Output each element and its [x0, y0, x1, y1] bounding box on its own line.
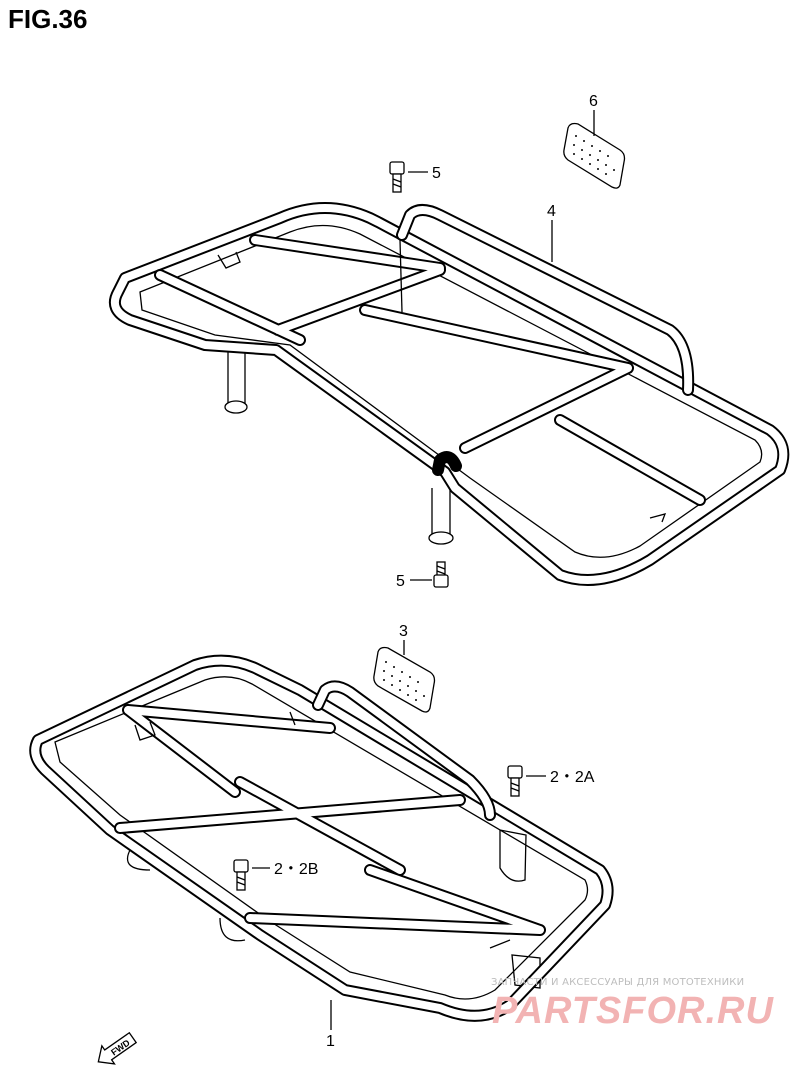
- watermark-logo: PARTSFOR.RU: [492, 990, 774, 1032]
- watermark-tagline: ЗАПЧАСТИ И АКСЕССУАРЫ ДЛЯ МОТОТЕХНИКИ: [491, 977, 745, 988]
- figure-title: FIG.36: [8, 4, 88, 34]
- callout-1: 1: [326, 1033, 335, 1050]
- leader-lines: [252, 110, 595, 1030]
- callout-4: 4: [547, 203, 556, 220]
- bolt-2-2b: [233, 859, 249, 891]
- bolt-5-upper: [389, 161, 405, 193]
- bolt-5-lower: [433, 561, 449, 588]
- reflector-plate-6: [563, 122, 626, 189]
- callout-5-upper: 5: [432, 165, 441, 182]
- callout-3: 3: [399, 623, 408, 640]
- lower-rack: [29, 654, 614, 1022]
- callout-5-lower: 5: [396, 573, 405, 590]
- fwd-arrow: FWD: [97, 1031, 138, 1065]
- upper-rack: [109, 202, 790, 586]
- upper-rack-leg-left: [224, 352, 248, 414]
- upper-rack-leg-right: [428, 488, 454, 545]
- reflector-plate-3: [373, 646, 436, 713]
- bolt-2-2a: [507, 765, 523, 797]
- callout-2-2a: 2・2A: [550, 769, 595, 786]
- lower-rack-leg-right: [499, 829, 527, 882]
- callout-2-2b: 2・2B: [274, 861, 318, 878]
- callout-6: 6: [589, 93, 598, 110]
